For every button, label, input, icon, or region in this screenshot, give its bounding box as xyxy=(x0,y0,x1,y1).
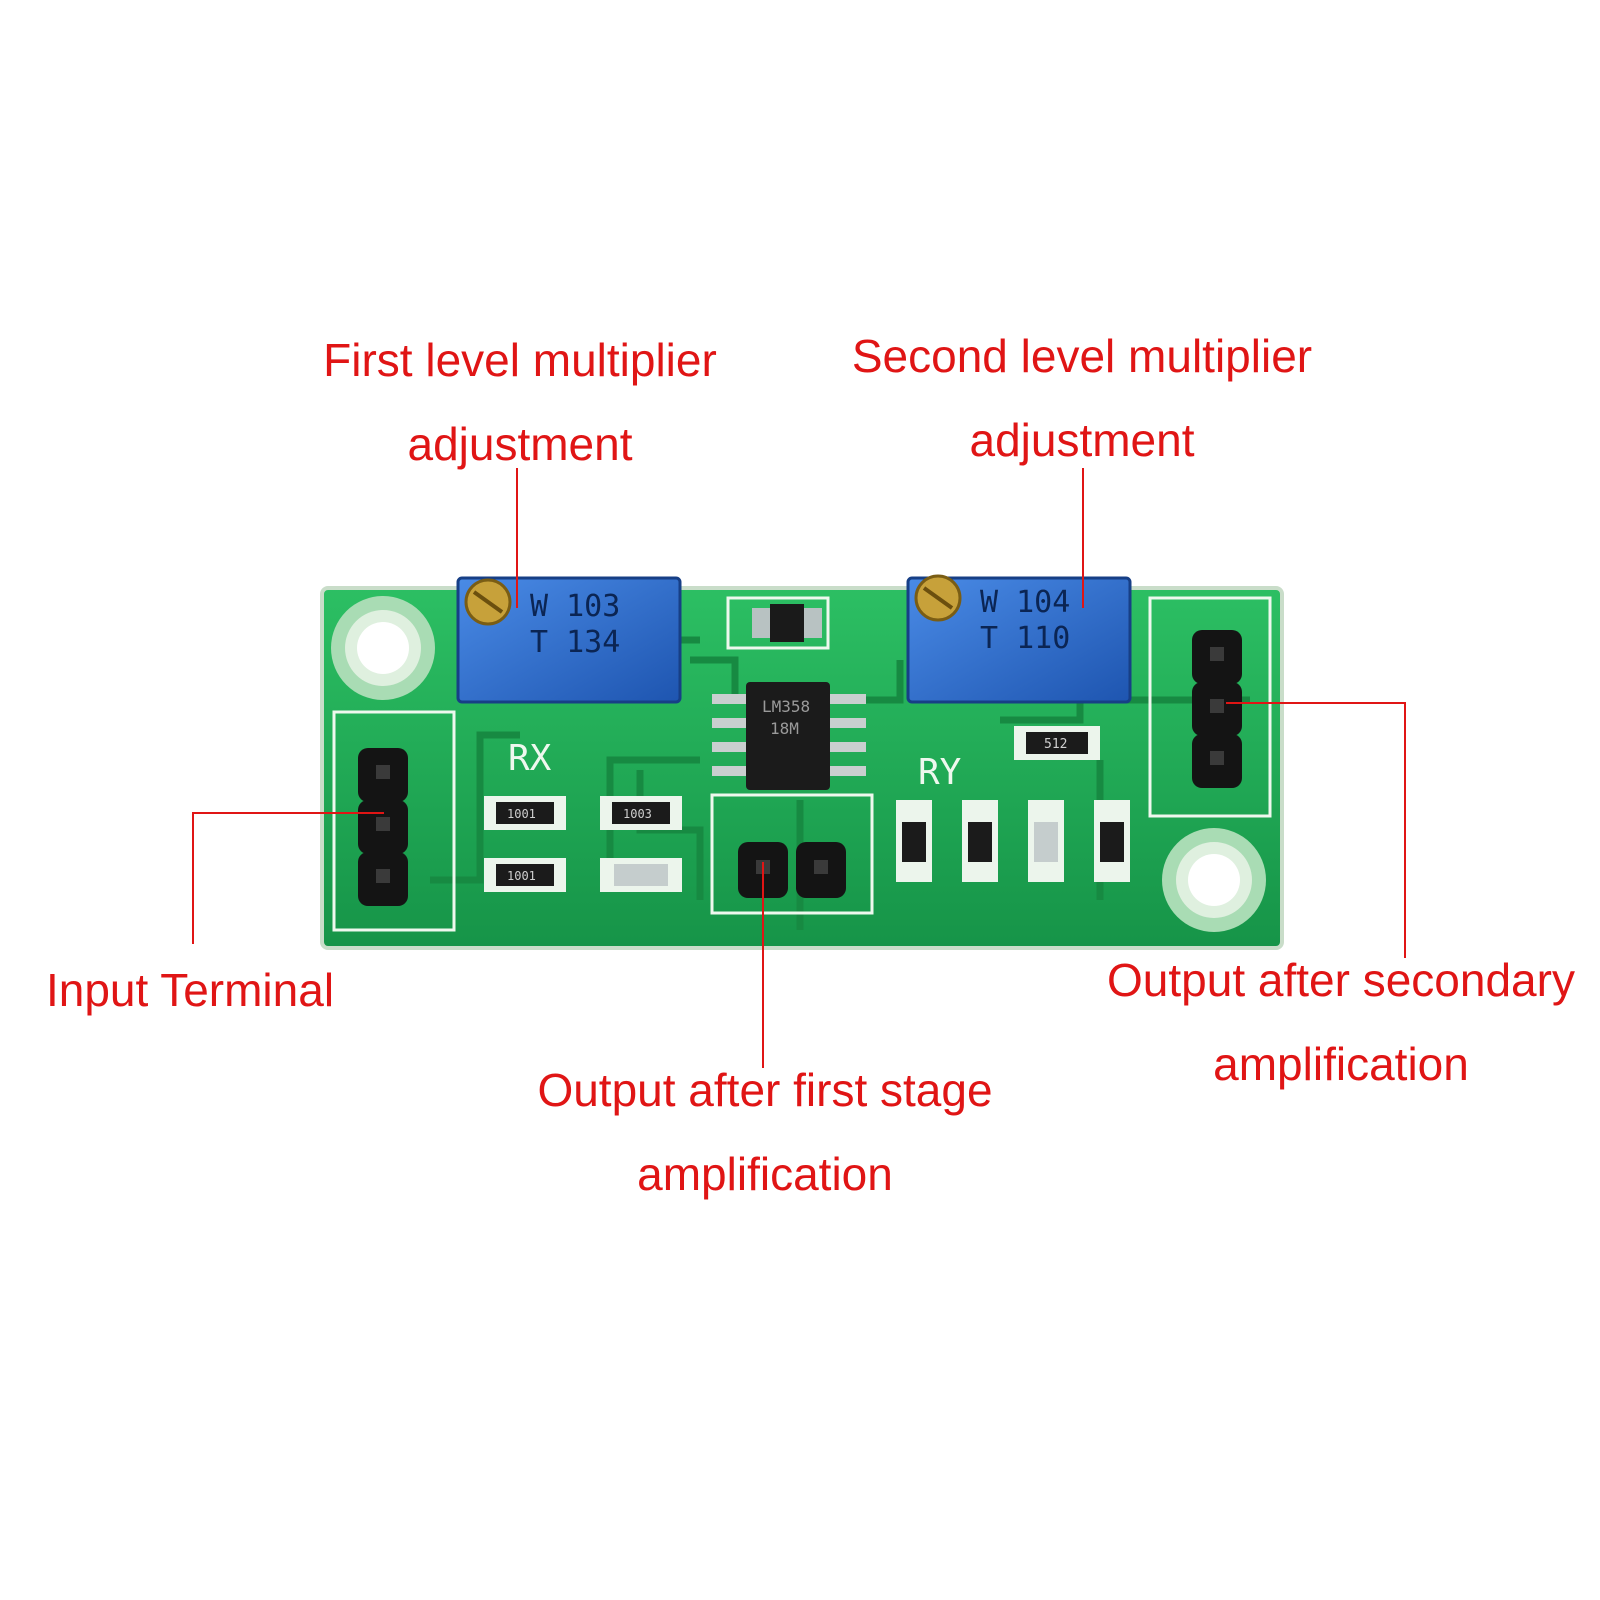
secondary-output-header[interactable] xyxy=(1192,630,1242,788)
smd-vertical-components xyxy=(896,800,1130,882)
leader-out-second-h xyxy=(1226,702,1406,704)
label-out-second-line1: Output after secondary xyxy=(1107,954,1575,1006)
trimmer-1-marking-bottom: T 134 xyxy=(530,625,620,660)
leader-first-adj xyxy=(516,468,518,608)
svg-text:1001: 1001 xyxy=(507,869,536,883)
label-out-first-line1: Output after first stage xyxy=(537,1064,993,1116)
label-output-first-stage: Output after first stage amplification xyxy=(520,1048,1010,1216)
label-first-level-adjustment: First level multiplier adjustment xyxy=(310,318,730,486)
trimmer-2-marking-bottom: T 110 xyxy=(980,621,1070,656)
label-out-first-line2: amplification xyxy=(637,1148,893,1200)
silk-rx-label: RX xyxy=(508,738,552,779)
label-second-adj-line1: Second level multiplier xyxy=(851,330,1313,382)
svg-text:1001: 1001 xyxy=(507,807,536,821)
label-second-level-adjustment: Second level multiplier adjustment xyxy=(842,314,1322,482)
label-second-adj-line2: adjustment xyxy=(969,414,1195,466)
label-out-second-line2: amplification xyxy=(1213,1038,1469,1090)
label-output-secondary: Output after secondary amplification xyxy=(1096,938,1586,1106)
svg-text:512: 512 xyxy=(1044,737,1067,752)
mounting-hole-right xyxy=(1162,828,1266,932)
label-first-adj-line1: First level multiplier xyxy=(323,334,717,386)
leader-input-v xyxy=(192,812,194,944)
trimmer-2-marking-top: W 104 xyxy=(980,585,1070,620)
trimmer-potentiometer-1: W 103 T 134 xyxy=(456,576,682,704)
smd-capacitor-1 xyxy=(600,858,682,892)
leader-second-adj xyxy=(1082,468,1084,608)
leader-input-h xyxy=(192,812,384,814)
label-input-line1: Input Terminal xyxy=(45,964,335,1016)
leader-out-second-v xyxy=(1404,702,1406,958)
chip-marking-bottom: 18M xyxy=(770,719,799,738)
input-pin-header[interactable] xyxy=(358,748,408,906)
pcb-board: RX RY W 103 T 134 W 104 T 110 xyxy=(320,574,1284,950)
label-input-terminal: Input Terminal xyxy=(30,948,350,1032)
smd-resistor-1: 1001 xyxy=(484,796,566,830)
silk-ry-label: RY xyxy=(918,752,962,793)
svg-text:1003: 1003 xyxy=(623,807,652,821)
label-first-adj-line2: adjustment xyxy=(407,418,633,470)
trimmer-potentiometer-2: W 104 T 110 xyxy=(906,574,1132,704)
smd-resistor-4: 512 xyxy=(1014,726,1100,760)
op-amp-chip: LM358 18M xyxy=(712,682,866,790)
smd-resistor-2: 1003 xyxy=(600,796,682,830)
leader-out-first xyxy=(762,862,764,1068)
chip-marking-top: LM358 xyxy=(762,697,810,716)
mounting-hole-left xyxy=(331,596,435,700)
smd-resistor-3: 1001 xyxy=(484,858,566,892)
trimmer-1-marking-top: W 103 xyxy=(530,589,620,624)
smd-transistor xyxy=(752,604,822,642)
silkscreen-outlines xyxy=(332,596,1272,932)
